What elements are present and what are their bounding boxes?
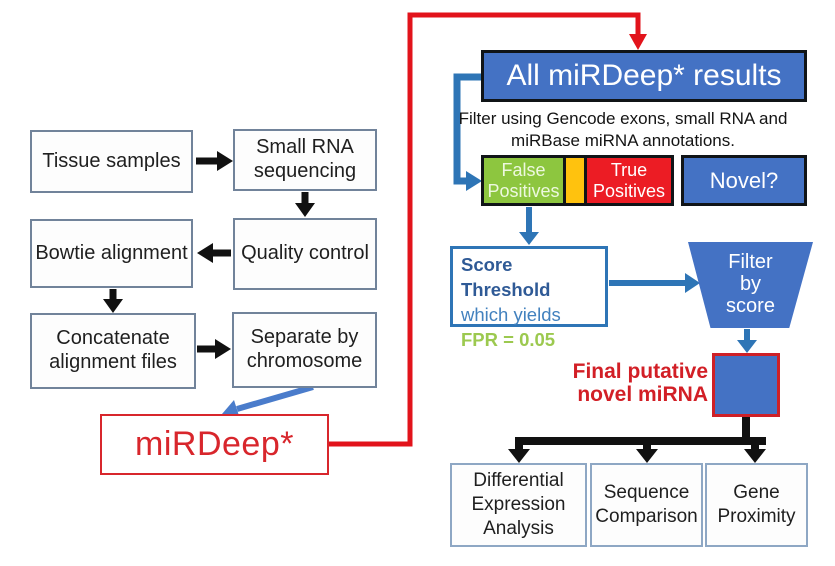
box-tissue-samples: Tissue samples xyxy=(30,130,193,193)
blue-arrow-score-to-funnel xyxy=(609,273,700,293)
arrow-smallrna-to-quality xyxy=(295,192,315,217)
final-putative-square xyxy=(712,353,780,417)
box-bowtie-alignment-label: Bowtie alignment xyxy=(35,241,188,264)
filter-caption-line1: Filter using Gencode exons, small RNA an… xyxy=(458,109,788,128)
box-differential-expression-label: Differential Expression Analysis xyxy=(471,470,566,539)
bar-segment-novel: Novel? xyxy=(681,155,807,206)
box-quality-control-label: Quality control xyxy=(241,242,369,265)
score-threshold-box: Score Threshold which yields FPR = 0.05 xyxy=(450,246,608,350)
score-threshold-fpr-value: FPR = 0.05 xyxy=(461,329,556,350)
box-tissue-samples-label: Tissue samples xyxy=(42,149,181,172)
red-connector-mirdeep-to-results xyxy=(329,12,647,447)
bar-segment-true-positives: True Positives xyxy=(584,155,674,206)
box-mirdeep-label: miRDeep* xyxy=(135,425,294,463)
filter-caption-line2: miRBase miRNA annotations. xyxy=(511,131,735,150)
box-all-mirdeep-results: All miRDeep* results xyxy=(481,50,807,102)
box-concatenate-files-label: Concatenate alignment files xyxy=(49,327,177,373)
blue-arrow-funnel-to-square xyxy=(737,329,757,353)
filter-by-score-label: Filter by score xyxy=(726,251,775,317)
arrow-concatenate-to-separate xyxy=(197,339,231,359)
bar-segment-novel-label: Novel? xyxy=(709,167,779,193)
bar-segment-false-positives-label: False Positives xyxy=(487,160,560,201)
box-sequence-comparison: Sequence Comparison xyxy=(590,463,703,547)
bar-segment-true-positives-label: True Positives xyxy=(592,160,666,201)
box-separate-chromosome-label: Separate by chromosome xyxy=(246,326,363,372)
box-separate-chromosome: Separate by chromosome xyxy=(232,312,377,388)
filter-by-score-funnel: Filter by score xyxy=(688,242,813,328)
bar-segment-false-positives: False Positives xyxy=(481,155,566,206)
blue-arrow-bar-to-score xyxy=(519,207,539,245)
box-small-rna-sequencing: Small RNA sequencing xyxy=(233,129,377,191)
box-sequence-comparison-label: Sequence Comparison xyxy=(595,482,698,527)
score-threshold-title: Score Threshold xyxy=(461,254,551,300)
black-tree-square-to-analyses xyxy=(508,415,766,463)
arrow-bowtie-to-concatenate xyxy=(103,289,123,313)
results-bar: False Positives True Positives Novel? xyxy=(481,155,807,206)
blue-connector-results-to-bar xyxy=(453,73,482,191)
box-concatenate-files: Concatenate alignment files xyxy=(30,313,196,389)
score-threshold-subtitle: which yields xyxy=(461,304,561,325)
box-gene-proximity: Gene Proximity xyxy=(705,463,808,547)
bar-segment-gap xyxy=(674,155,681,206)
arrow-tissue-to-smallrna xyxy=(196,151,233,171)
final-putative-label: Final putative novel miRNA xyxy=(572,360,708,406)
box-bowtie-alignment: Bowtie alignment xyxy=(30,219,193,288)
box-differential-expression: Differential Expression Analysis xyxy=(450,463,587,547)
box-small-rna-sequencing-label: Small RNA sequencing xyxy=(253,136,357,182)
box-all-mirdeep-results-label: All miRDeep* results xyxy=(506,59,782,92)
filter-caption: Filter using Gencode exons, small RNA an… xyxy=(437,108,809,152)
arrow-quality-to-bowtie xyxy=(197,243,231,263)
box-quality-control: Quality control xyxy=(233,218,377,290)
box-gene-proximity-label: Gene Proximity xyxy=(717,482,796,527)
box-mirdeep: miRDeep* xyxy=(100,414,329,475)
bar-segment-uncertain xyxy=(563,155,587,206)
